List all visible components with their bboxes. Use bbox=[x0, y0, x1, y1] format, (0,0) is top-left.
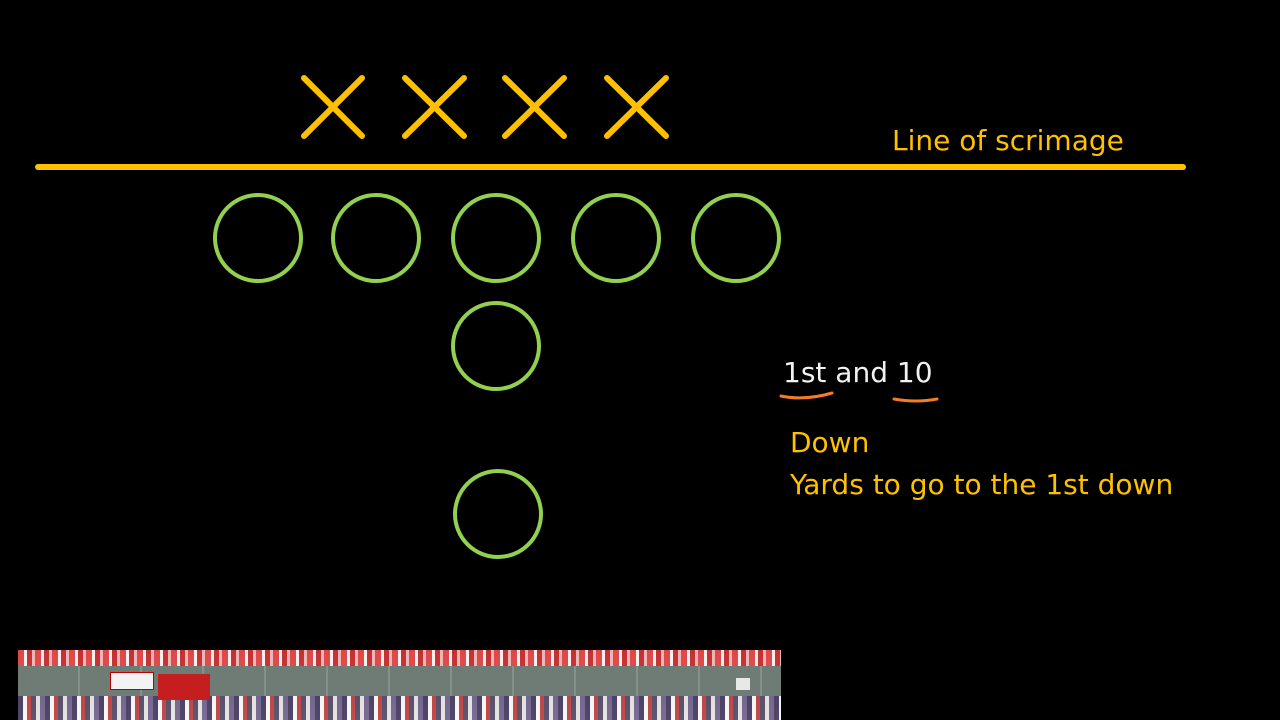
stadium-sign bbox=[736, 678, 750, 690]
offense-group bbox=[213, 193, 781, 559]
down-connector: and bbox=[826, 356, 897, 389]
down-and-distance: 1st and 10 bbox=[783, 356, 933, 389]
down-annotation: Down bbox=[790, 426, 870, 459]
offensive-lineman-circle bbox=[571, 193, 661, 283]
stadium-sign bbox=[158, 674, 210, 700]
offensive-lineman-circle bbox=[213, 193, 303, 283]
stadium-sign bbox=[110, 672, 154, 690]
yards-annotation: Yards to go to the 1st down bbox=[790, 468, 1174, 501]
distance-underline bbox=[892, 397, 939, 403]
crowd-stripe bbox=[18, 650, 781, 666]
offensive-lineman-circle bbox=[331, 193, 421, 283]
defender-x bbox=[301, 75, 365, 139]
sideline-players bbox=[18, 696, 781, 720]
stadium-photo bbox=[18, 650, 781, 720]
center-circle bbox=[451, 193, 541, 283]
offensive-lineman-circle bbox=[691, 193, 781, 283]
distance-value: 10 bbox=[896, 356, 933, 389]
defender-x bbox=[604, 75, 669, 139]
down-value: 1st bbox=[783, 356, 827, 389]
quarterback-circle bbox=[451, 301, 541, 391]
defender-x bbox=[502, 75, 567, 139]
running-back-circle bbox=[453, 469, 543, 559]
line-of-scrimmage-label: Line of scrimage bbox=[892, 124, 1124, 157]
defender-x bbox=[402, 75, 467, 139]
defense-group bbox=[301, 75, 669, 139]
down-underline bbox=[779, 391, 834, 400]
